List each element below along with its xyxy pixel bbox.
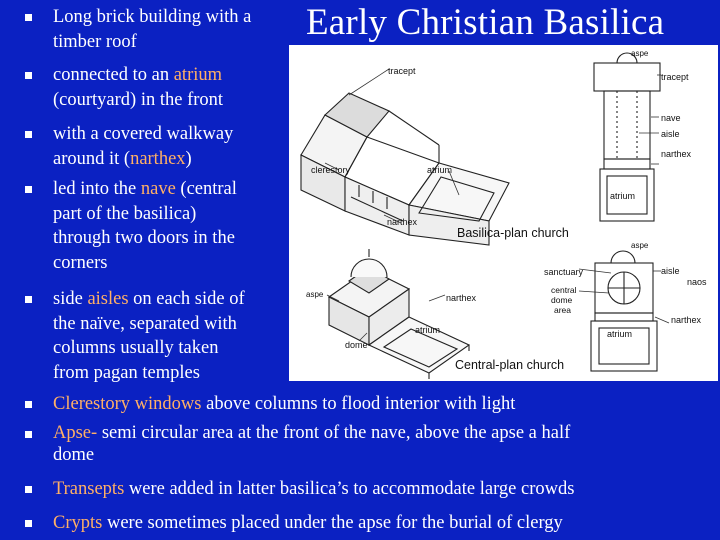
bullet-item: Crypts were sometimes placed under the a… [25, 511, 563, 536]
bullet-square-icon [25, 72, 32, 79]
bullet-text: part of the basilica) [53, 203, 197, 224]
label-narthex-bottom: narthex [446, 293, 477, 303]
label-narthex-plan: narthex [661, 149, 692, 159]
bullet-square-icon [25, 520, 32, 527]
label-clerestory: clerestory [311, 165, 351, 175]
bullet-square-icon [25, 296, 32, 303]
bullet-text: (central [175, 179, 237, 199]
label-tracept-plan: tracept [661, 72, 689, 82]
bullet-square-icon [25, 486, 32, 493]
bullet-item: led into the nave (central part of the b… [25, 177, 237, 275]
term-apse: Apse- [53, 423, 98, 443]
term-narthex: narthex [130, 148, 186, 169]
label-atrium-plan2: atrium [607, 329, 632, 339]
bullet-text: with a covered walkway [53, 124, 234, 144]
bullet-text: (courtyard) in the front [53, 89, 224, 110]
bullet-text: side [53, 289, 88, 309]
bullet-square-icon [25, 186, 32, 193]
bullet-text: through two doors in the [53, 228, 235, 248]
label-dome: dome [345, 340, 368, 350]
bullet-text: were sometimes placed under the apse for… [102, 513, 563, 533]
label-dome-plan: dome [551, 295, 573, 305]
term-atrium: atrium [173, 65, 223, 85]
basilica-plan-drawing [593, 52, 661, 222]
label-atrium-plan: atrium [610, 191, 635, 201]
bullet-text: on each side of [128, 289, 245, 309]
label-aisle-plan2: aisle [661, 266, 680, 276]
diagram-caption-top: Basilica-plan church [457, 226, 569, 240]
basilica-leader-lines [324, 68, 661, 224]
label-area: area [554, 305, 571, 315]
label-naos: naos [687, 277, 707, 287]
bullet-text: above columns to flood interior with lig… [201, 394, 516, 414]
label-nave-plan: nave [661, 113, 681, 123]
bullet-text: connected to an [53, 65, 174, 85]
bullet-square-icon [25, 14, 32, 21]
basilica-diagram: tracept clerestory atrium narthex Basili… [289, 45, 718, 381]
slide-title: Early Christian Basilica [306, 2, 665, 43]
basilica-diagram-svg: tracept clerestory atrium narthex Basili… [300, 49, 707, 379]
bullet-text: from pagan temples [53, 362, 200, 383]
bullet-text: semi circular area at the front of the n… [97, 423, 571, 443]
term-nave: nave [140, 179, 176, 199]
bullet-text: Long brick building with a [53, 7, 252, 27]
label-aisle-plan: aisle [661, 129, 680, 139]
bullet-item: Long brick building with a timber roof [25, 5, 252, 54]
term-crypts: Crypts [53, 513, 103, 533]
bullet-text: timber roof [53, 31, 137, 52]
central-axonometric-drawing [327, 249, 471, 379]
bullet-item: with a covered walkway around it (narthe… [25, 122, 234, 171]
bullet-text: ) [185, 148, 192, 169]
bullet-square-icon [25, 131, 32, 138]
label-sanctuary: sanctuary [544, 267, 584, 277]
label-atrium-top: atrium [427, 165, 452, 175]
bullet-item: Apse- semi circular area at the front of… [25, 422, 571, 466]
bullet-text: the naïve, separated with [53, 313, 237, 334]
central-leader-lines [326, 268, 670, 342]
label-atrium-bottom: atrium [415, 325, 440, 335]
label-aspe-plan2: aspe [631, 241, 649, 250]
term-clerestory: Clerestory windows [53, 394, 202, 414]
bullet-text: around it ( [53, 148, 131, 169]
bullet-square-icon [25, 401, 32, 408]
label-narthex-top: narthex [387, 217, 418, 227]
term-aisles: aisles [87, 289, 129, 309]
label-tracept: tracept [388, 66, 416, 76]
label-central: central [551, 285, 577, 295]
bullet-item: Clerestory windows above columns to floo… [25, 392, 516, 417]
bullet-item: connected to an atrium (courtyard) in th… [25, 63, 224, 112]
bullet-square-icon [25, 431, 32, 438]
bullet-text: led into the [53, 179, 141, 199]
label-narthex-plan2: narthex [671, 315, 702, 325]
label-aspe-bottom: aspe [306, 290, 324, 299]
label-aspe-plan: aspe [631, 49, 649, 58]
diagram-caption-bottom: Central-plan church [455, 358, 564, 372]
central-plan-drawing [590, 250, 658, 372]
bullet-item: side aisles on each side of the naïve, s… [25, 287, 245, 385]
bullet-text: dome [53, 445, 95, 465]
bullet-item: Transepts were added in latter basilica’… [25, 477, 575, 502]
bullet-text: were added in latter basilica’s to accom… [124, 479, 575, 499]
basilica-axonometric-drawing [300, 92, 510, 246]
bullet-text: columns usually taken [53, 338, 219, 358]
term-transepts: Transepts [53, 479, 125, 499]
bullet-text: corners [53, 252, 108, 273]
